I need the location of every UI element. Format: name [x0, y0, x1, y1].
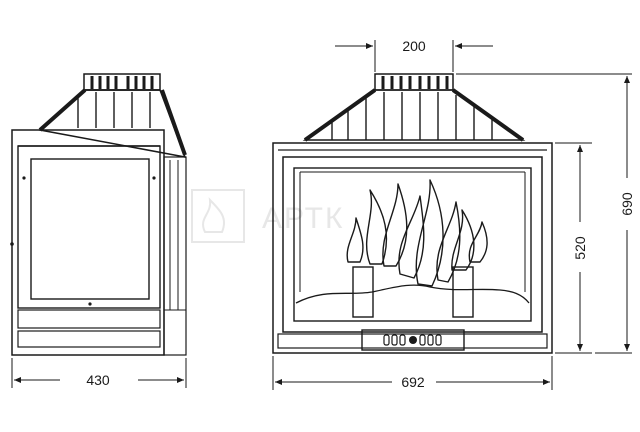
side-bolt: [152, 176, 156, 180]
side-view: [10, 73, 187, 356]
dim-flue-width-label: 200: [402, 38, 426, 54]
dim-front-width: [272, 356, 553, 390]
watermark-text: АРТК: [262, 202, 344, 235]
dim-front-width-label: 692: [401, 374, 425, 390]
side-body: [11, 129, 165, 356]
side-bolt: [88, 302, 92, 306]
front-door-glass: [293, 167, 532, 322]
front-view: [272, 73, 553, 354]
dim-body-height-label: 520: [572, 236, 588, 260]
side-hood-ribs: [77, 92, 151, 128]
dim-flue-width: [335, 40, 493, 72]
air-control-knob: [409, 336, 417, 344]
side-collar-ribs: [90, 76, 154, 89]
front-door-frame: [282, 156, 543, 333]
side-bolt: [10, 242, 14, 246]
ember-bed: [295, 284, 530, 304]
dim-side-depth: [11, 358, 187, 388]
log-left: [352, 266, 374, 318]
front-collar-ribs: [381, 76, 449, 89]
front-base-plate: [277, 333, 548, 349]
air-vent-slots: [383, 334, 442, 346]
front-hood-ribs: [331, 92, 493, 140]
side-ash-plate: [17, 309, 161, 329]
flame-group: [346, 179, 488, 287]
front-body: [272, 142, 553, 354]
side-base-plate: [17, 330, 161, 348]
side-bolt: [22, 176, 26, 180]
watermark-logo: АРТК: [191, 189, 344, 243]
air-control-panel: [361, 329, 465, 351]
log-right: [452, 266, 474, 318]
side-panel: [163, 156, 187, 356]
front-flue-collar: [374, 73, 454, 91]
dim-body-height: [555, 142, 592, 354]
side-flue-collar: [83, 73, 161, 91]
side-door-frame: [17, 145, 161, 309]
dim-total-height: [456, 73, 632, 354]
dim-side-depth-label: 430: [86, 372, 110, 388]
dim-total-height-label: 690: [619, 192, 635, 216]
side-door-glass: [30, 158, 150, 300]
